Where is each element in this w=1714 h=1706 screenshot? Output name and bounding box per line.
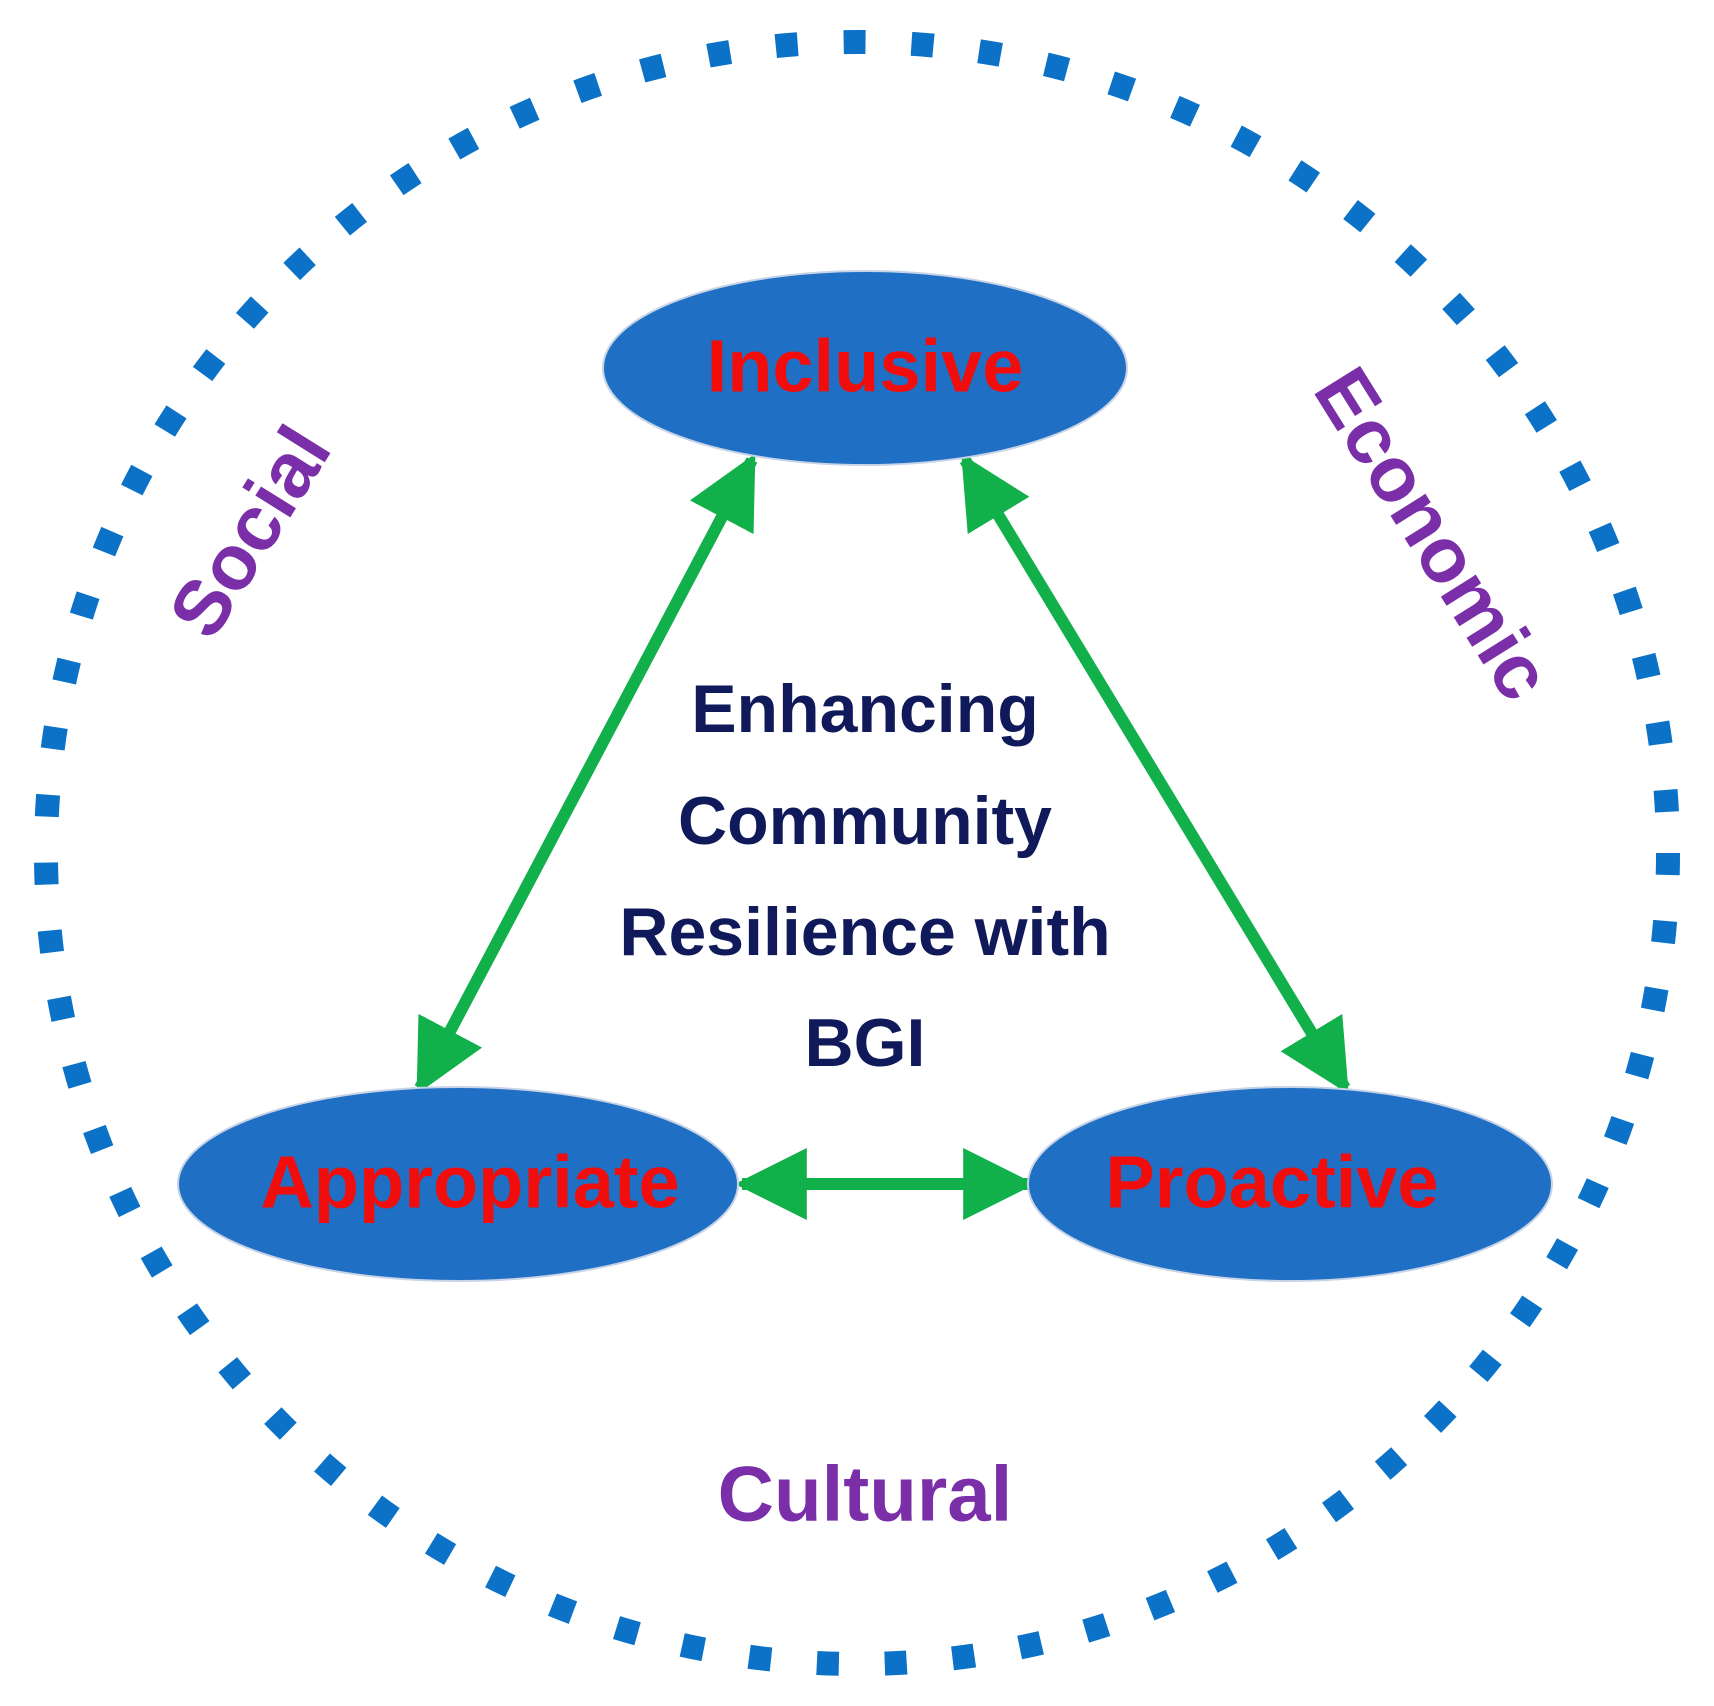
center-title-line-4: BGI xyxy=(805,1005,926,1081)
node-proactive-ellipse xyxy=(1027,1086,1553,1282)
node-inclusive-ellipse xyxy=(602,270,1128,466)
node-appropriate-label: Appropriate xyxy=(260,1141,679,1224)
arrow-inclusive-appropriate xyxy=(414,453,758,1095)
node-proactive-label: Proactive xyxy=(1105,1141,1438,1224)
dimension-social-label: Social xyxy=(151,411,347,652)
center-title-line-1: Enhancing xyxy=(691,671,1039,747)
node-appropriate-ellipse xyxy=(177,1086,739,1282)
dimension-economic-label: Economic xyxy=(1297,352,1569,715)
center-title: Enhancing Community Resilience with BGI xyxy=(619,671,1110,1081)
dimension-cultural-label: Cultural xyxy=(718,1450,1013,1538)
node-inclusive: Inclusive xyxy=(602,270,1128,466)
center-title-line-3: Resilience with xyxy=(619,894,1110,970)
node-proactive: Proactive xyxy=(1027,1086,1553,1282)
dotted-outer-circle xyxy=(34,30,1680,1676)
center-title-line-2: Community xyxy=(678,783,1052,859)
node-appropriate: Appropriate xyxy=(177,1086,739,1282)
node-inclusive-label: Inclusive xyxy=(707,325,1024,408)
arrow-inclusive-proactive xyxy=(959,453,1351,1095)
